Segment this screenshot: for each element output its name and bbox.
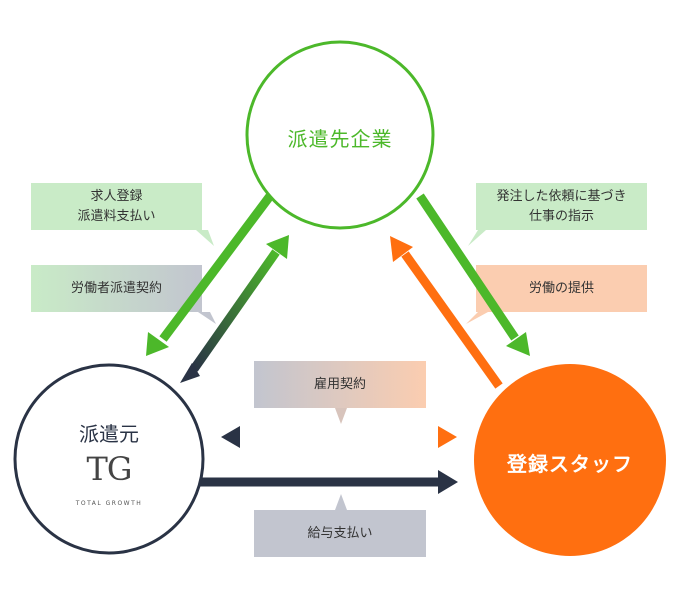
arrow-agency-to-client [180, 235, 289, 383]
staff-label: 登録スタッフ [507, 452, 633, 476]
callout-client-to-agency: 求人登録 派遣料支払い [31, 183, 202, 230]
callout-box-employment-contract [254, 361, 426, 424]
arrow-staff-to-client [390, 236, 503, 389]
callout-box-client-to-staff [468, 183, 647, 246]
staff-node [474, 364, 666, 556]
callout-text-line: 労働の提供 [528, 280, 594, 296]
arrow-salary [200, 470, 458, 494]
callout-employment-contract: 雇用契約 [254, 361, 426, 408]
callout-text-line: 派遣料支払い [77, 208, 156, 224]
callout-text-line: 発注した依頼に基づき [496, 188, 627, 204]
tg-logo-mark: TG [86, 450, 133, 488]
arrow-client-to-agency [146, 193, 274, 356]
client-label: 派遣先企業 [287, 127, 393, 151]
callout-client-to-staff: 発注した依頼に基づき 仕事の指示 [476, 183, 647, 230]
arrow-client-to-staff [416, 193, 530, 356]
callout-box-staff-to-client [466, 265, 647, 324]
arrow-employment-contract [221, 426, 457, 448]
callout-box-client-to-agency [31, 183, 214, 246]
callout-text-line: 仕事の指示 [528, 208, 594, 224]
callout-staff-to-client: 労働の提供 [476, 265, 647, 312]
callout-text-line: 給与支払い [307, 525, 373, 541]
client-node [245, 40, 435, 230]
agency-node [13, 363, 205, 555]
callout-text-line: 求人登録 [90, 188, 143, 204]
callout-text-line: 労働者派遣契約 [70, 280, 162, 296]
callout-text-line: 雇用契約 [313, 376, 366, 392]
callout-box-salary [254, 494, 426, 557]
callout-agency-to-client: 労働者派遣契約 [31, 265, 202, 312]
callout-box-agency-to-client [31, 265, 216, 324]
agency-label: 派遣元 [79, 422, 139, 446]
callout-salary: 給与支払い [254, 510, 426, 557]
tg-logo-text: TOTAL GROWTH [75, 500, 143, 507]
